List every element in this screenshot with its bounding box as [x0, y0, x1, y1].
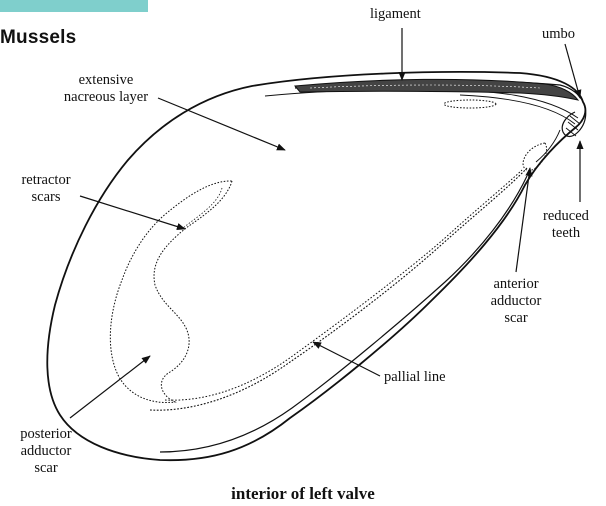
posterior-adductor-scar-outline — [110, 181, 232, 403]
anterior-adductor-scar-outline — [523, 143, 547, 170]
retractor-arrow — [80, 196, 185, 229]
ligament-band — [295, 79, 578, 100]
posterior-adductor-arrow — [70, 356, 150, 418]
label-pallial-line: pallial line — [384, 369, 446, 386]
shell-outline — [47, 72, 585, 460]
label-ligament: ligament — [370, 6, 421, 23]
label-extensive-nacreous-layer: extensive nacreous layer — [52, 72, 160, 106]
label-umbo: umbo — [542, 26, 575, 43]
label-reduced-teeth: reduced teeth — [531, 208, 601, 242]
shell-inner-edge — [160, 176, 527, 452]
diagram-caption: interior of left valve — [0, 484, 606, 504]
nacreous-arrow — [158, 98, 285, 150]
label-anterior-adductor-scar: anterior adductor scar — [474, 276, 558, 327]
upper-scar — [444, 100, 496, 108]
label-retractor-scars: retractor scars — [4, 172, 88, 206]
pallial-line — [150, 168, 527, 410]
label-posterior-adductor-scar: posterior adductor scar — [0, 426, 92, 477]
